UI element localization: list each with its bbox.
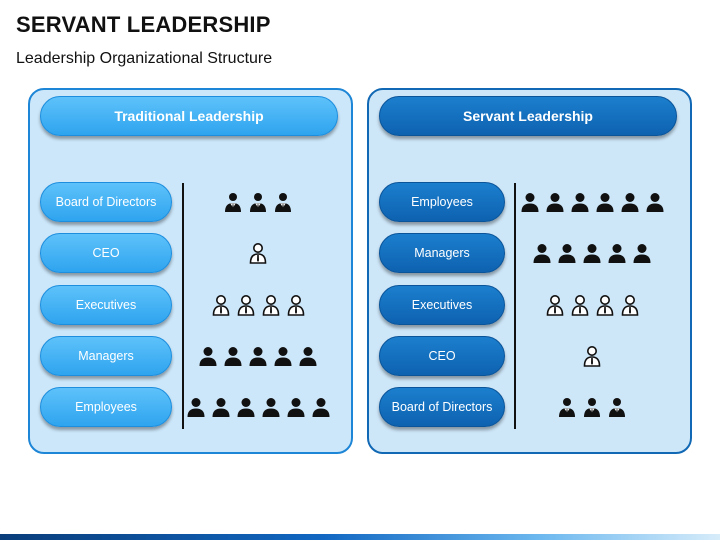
businessman-outline-icon xyxy=(570,294,590,316)
businessman-outline-icon xyxy=(236,294,256,316)
row-employees: Employees xyxy=(40,387,172,427)
businessman-icon xyxy=(557,397,577,417)
person-silhouette-icon xyxy=(198,346,218,366)
person-silhouette-icon xyxy=(645,192,665,212)
person-silhouette-icon xyxy=(595,192,615,212)
businessman-icon xyxy=(582,397,602,417)
person-silhouette-icon xyxy=(273,346,293,366)
row-label: Managers xyxy=(379,233,505,273)
icon-group xyxy=(507,182,677,222)
businessman-icon xyxy=(248,192,268,212)
icon-group xyxy=(507,387,677,427)
person-silhouette-icon xyxy=(223,346,243,366)
row-board-of-directors: Board of Directors xyxy=(40,182,172,222)
row-label: CEO xyxy=(40,233,172,273)
row-executives: Executives xyxy=(379,285,505,325)
person-silhouette-icon xyxy=(582,243,602,263)
businessman-outline-icon xyxy=(248,242,268,264)
panel-divider xyxy=(514,183,516,429)
businessman-outline-icon xyxy=(582,345,602,367)
row-label: Executives xyxy=(379,285,505,325)
icon-group xyxy=(176,285,340,325)
row-employees: Employees xyxy=(379,182,505,222)
row-managers: Managers xyxy=(40,336,172,376)
person-silhouette-icon xyxy=(570,192,590,212)
page-subtitle: Leadership Organizational Structure xyxy=(16,50,273,67)
person-silhouette-icon xyxy=(186,397,206,417)
row-label: Executives xyxy=(40,285,172,325)
row-label: CEO xyxy=(379,336,505,376)
businessman-outline-icon xyxy=(261,294,281,316)
person-silhouette-icon xyxy=(211,397,231,417)
icon-group xyxy=(176,336,340,376)
row-label: Board of Directors xyxy=(379,387,505,427)
businessman-outline-icon xyxy=(286,294,306,316)
icon-group xyxy=(176,182,340,222)
servant-leadership-panel: Servant Leadership Employees Managers Ex… xyxy=(367,88,692,454)
panel-divider xyxy=(182,183,184,429)
businessman-icon xyxy=(607,397,627,417)
row-label: Employees xyxy=(379,182,505,222)
icon-group xyxy=(507,233,677,273)
traditional-leadership-panel: Traditional Leadership Board of Director… xyxy=(28,88,353,454)
icon-group xyxy=(507,336,677,376)
row-label: Employees xyxy=(40,387,172,427)
person-silhouette-icon xyxy=(261,397,281,417)
businessman-outline-icon xyxy=(211,294,231,316)
row-managers: Managers xyxy=(379,233,505,273)
icon-group xyxy=(176,387,340,427)
icon-group xyxy=(176,233,340,273)
bottom-accent-bar xyxy=(0,534,720,540)
person-silhouette-icon xyxy=(236,397,256,417)
icon-group xyxy=(507,285,677,325)
person-silhouette-icon xyxy=(607,243,627,263)
person-silhouette-icon xyxy=(557,243,577,263)
page-title: SERVANT LEADERSHIP xyxy=(16,12,271,37)
person-silhouette-icon xyxy=(298,346,318,366)
person-silhouette-icon xyxy=(632,243,652,263)
traditional-leadership-header: Traditional Leadership xyxy=(40,96,338,136)
businessman-icon xyxy=(273,192,293,212)
row-label: Managers xyxy=(40,336,172,376)
person-silhouette-icon xyxy=(532,243,552,263)
servant-leadership-header: Servant Leadership xyxy=(379,96,677,136)
businessman-outline-icon xyxy=(545,294,565,316)
row-executives: Executives xyxy=(40,285,172,325)
row-label: Board of Directors xyxy=(40,182,172,222)
person-silhouette-icon xyxy=(620,192,640,212)
person-silhouette-icon xyxy=(520,192,540,212)
row-ceo: CEO xyxy=(379,336,505,376)
businessman-icon xyxy=(223,192,243,212)
row-board-of-directors: Board of Directors xyxy=(379,387,505,427)
person-silhouette-icon xyxy=(545,192,565,212)
person-silhouette-icon xyxy=(286,397,306,417)
person-silhouette-icon xyxy=(311,397,331,417)
businessman-outline-icon xyxy=(595,294,615,316)
row-ceo: CEO xyxy=(40,233,172,273)
businessman-outline-icon xyxy=(620,294,640,316)
person-silhouette-icon xyxy=(248,346,268,366)
